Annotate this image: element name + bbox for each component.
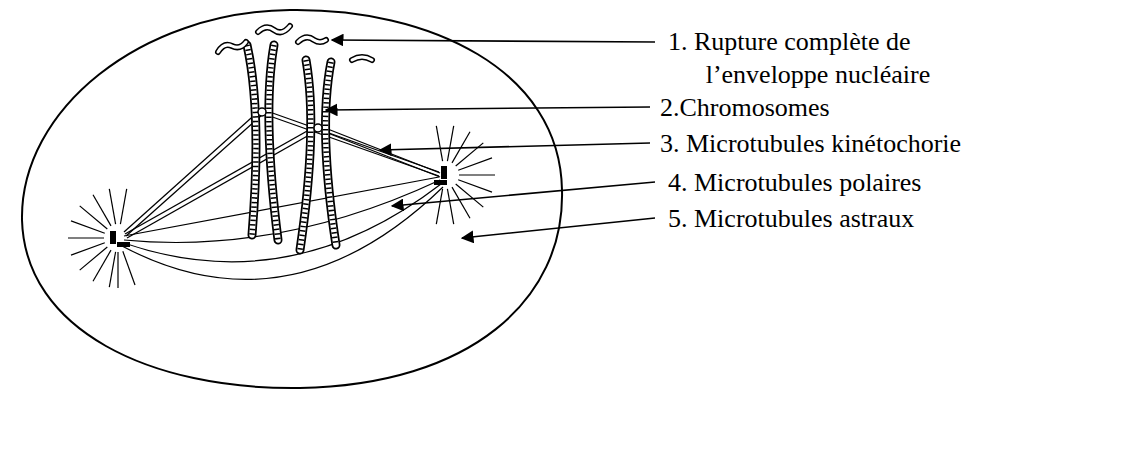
astral-microtubules [120, 189, 126, 224]
chromosome [300, 60, 311, 250]
callout-label: 1. Rupture complète de l’enveloppe nuclé… [668, 25, 1036, 91]
kinetochore-microtubules [320, 130, 440, 177]
leader-line [462, 218, 655, 238]
astral-microtubules [447, 189, 453, 224]
astral-microtubules [123, 251, 135, 285]
chromosome [269, 45, 278, 240]
callout-label: 3. Microtubules kinétochorie [660, 127, 961, 160]
kinetochore-microtubules [125, 126, 316, 234]
chromosome [269, 45, 278, 240]
chromosome [247, 45, 256, 235]
leader-line [332, 40, 655, 42]
astral-microtubules [93, 250, 111, 281]
polar-microtubules [122, 187, 443, 279]
polar-microtubules [124, 177, 439, 236]
nuclear-envelope-fragment [218, 26, 372, 60]
chromosome [247, 45, 256, 235]
centrosome [110, 231, 116, 244]
astral-microtubules [80, 206, 108, 229]
centrosome [117, 242, 130, 247]
callout-label: 2.Chromosomes [660, 91, 830, 124]
chromosome [247, 45, 256, 235]
centrosome [434, 180, 447, 185]
nuclear-envelope-fragment [218, 26, 372, 60]
leader-line [326, 107, 650, 110]
leader-line [392, 182, 655, 206]
chromosome [247, 45, 336, 250]
nuclear-envelope-fragment [352, 57, 372, 60]
kinetochore-microtubules [124, 110, 440, 238]
chromosome [314, 124, 322, 132]
nuclear-envelope-fragment [218, 42, 246, 52]
kinetochore-microtubules [127, 130, 318, 238]
nuclear-envelope-fragment [218, 42, 246, 52]
chromosome [300, 60, 311, 250]
astral-microtubules [68, 237, 104, 238]
nuclear-envelope-fragment [298, 37, 326, 42]
leader-line [326, 40, 655, 238]
callout-label: 4. Microtubules polaires [668, 166, 921, 199]
astral-microtubules [447, 126, 453, 161]
chromosome [258, 108, 266, 116]
astral-microtubules [459, 174, 495, 175]
nuclear-envelope-fragment [258, 26, 290, 32]
callout-label: 5. Microtubules astraux [668, 202, 914, 235]
polar-microtubules [122, 177, 443, 279]
leader-line [380, 143, 650, 150]
chromosome [326, 62, 336, 245]
chromosome [300, 60, 311, 250]
cell-membrane [22, 10, 562, 388]
kinetochore-microtubules [264, 110, 439, 172]
nuclear-envelope-fragment [218, 26, 372, 60]
chromosome [326, 62, 336, 245]
astral-microtubules [456, 184, 484, 207]
centrosome [441, 166, 447, 179]
chromosome [247, 45, 336, 250]
chromosome [247, 45, 336, 250]
nuclear-envelope-fragment [352, 57, 372, 60]
astral-microtubules [117, 252, 118, 288]
cell-membrane [22, 10, 562, 388]
astral-microtubules [93, 195, 111, 226]
nuclear-envelope-fragment [298, 37, 326, 42]
astral-microtubules [68, 126, 495, 288]
chromosome [247, 45, 336, 250]
kinetochore-microtubules [126, 114, 263, 236]
kinetochore-microtubules [264, 114, 439, 176]
astral-microtubules [452, 187, 470, 218]
astral-microtubules [436, 126, 442, 161]
kinetochore-microtubules [124, 110, 260, 232]
astral-microtubules [109, 252, 115, 287]
astral-microtubules [71, 243, 105, 255]
astral-microtubules [456, 143, 484, 166]
nuclear-envelope-fragment [258, 26, 290, 32]
astral-microtubules [109, 189, 115, 224]
astral-microtubules [436, 189, 442, 224]
chromosome [326, 62, 336, 245]
chromosome [269, 45, 278, 240]
